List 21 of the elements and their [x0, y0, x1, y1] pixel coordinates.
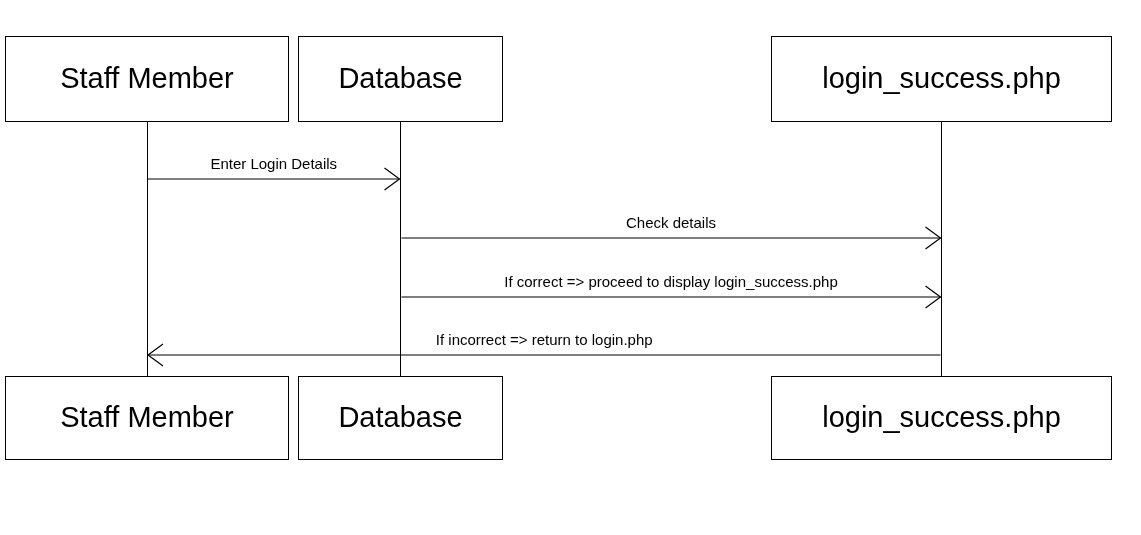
- participant-name: Database: [338, 61, 463, 97]
- participant-name: Staff Member: [60, 61, 234, 97]
- message-label: Enter Login Details: [208, 155, 340, 173]
- participant-name: login_success.php: [822, 400, 1061, 436]
- message-arrow: [400, 226, 942, 250]
- message-arrow: [147, 167, 401, 191]
- participant-box: [298, 36, 503, 122]
- participant-box: [298, 376, 503, 460]
- participant-box: [5, 376, 289, 460]
- participant-name: Staff Member: [60, 400, 234, 436]
- message-arrow: [400, 285, 942, 309]
- participant-box: [5, 36, 289, 122]
- lifeline: [146, 122, 148, 376]
- lifeline: [940, 122, 943, 376]
- lifeline: [399, 122, 402, 376]
- participant-name: Database: [338, 400, 463, 436]
- message-arrow: [147, 343, 942, 367]
- participant-box: [771, 36, 1112, 122]
- participant-name: login_success.php: [822, 61, 1061, 97]
- participant-box: [771, 376, 1112, 460]
- message-label: If correct => proceed to display login_success.php: [502, 273, 840, 291]
